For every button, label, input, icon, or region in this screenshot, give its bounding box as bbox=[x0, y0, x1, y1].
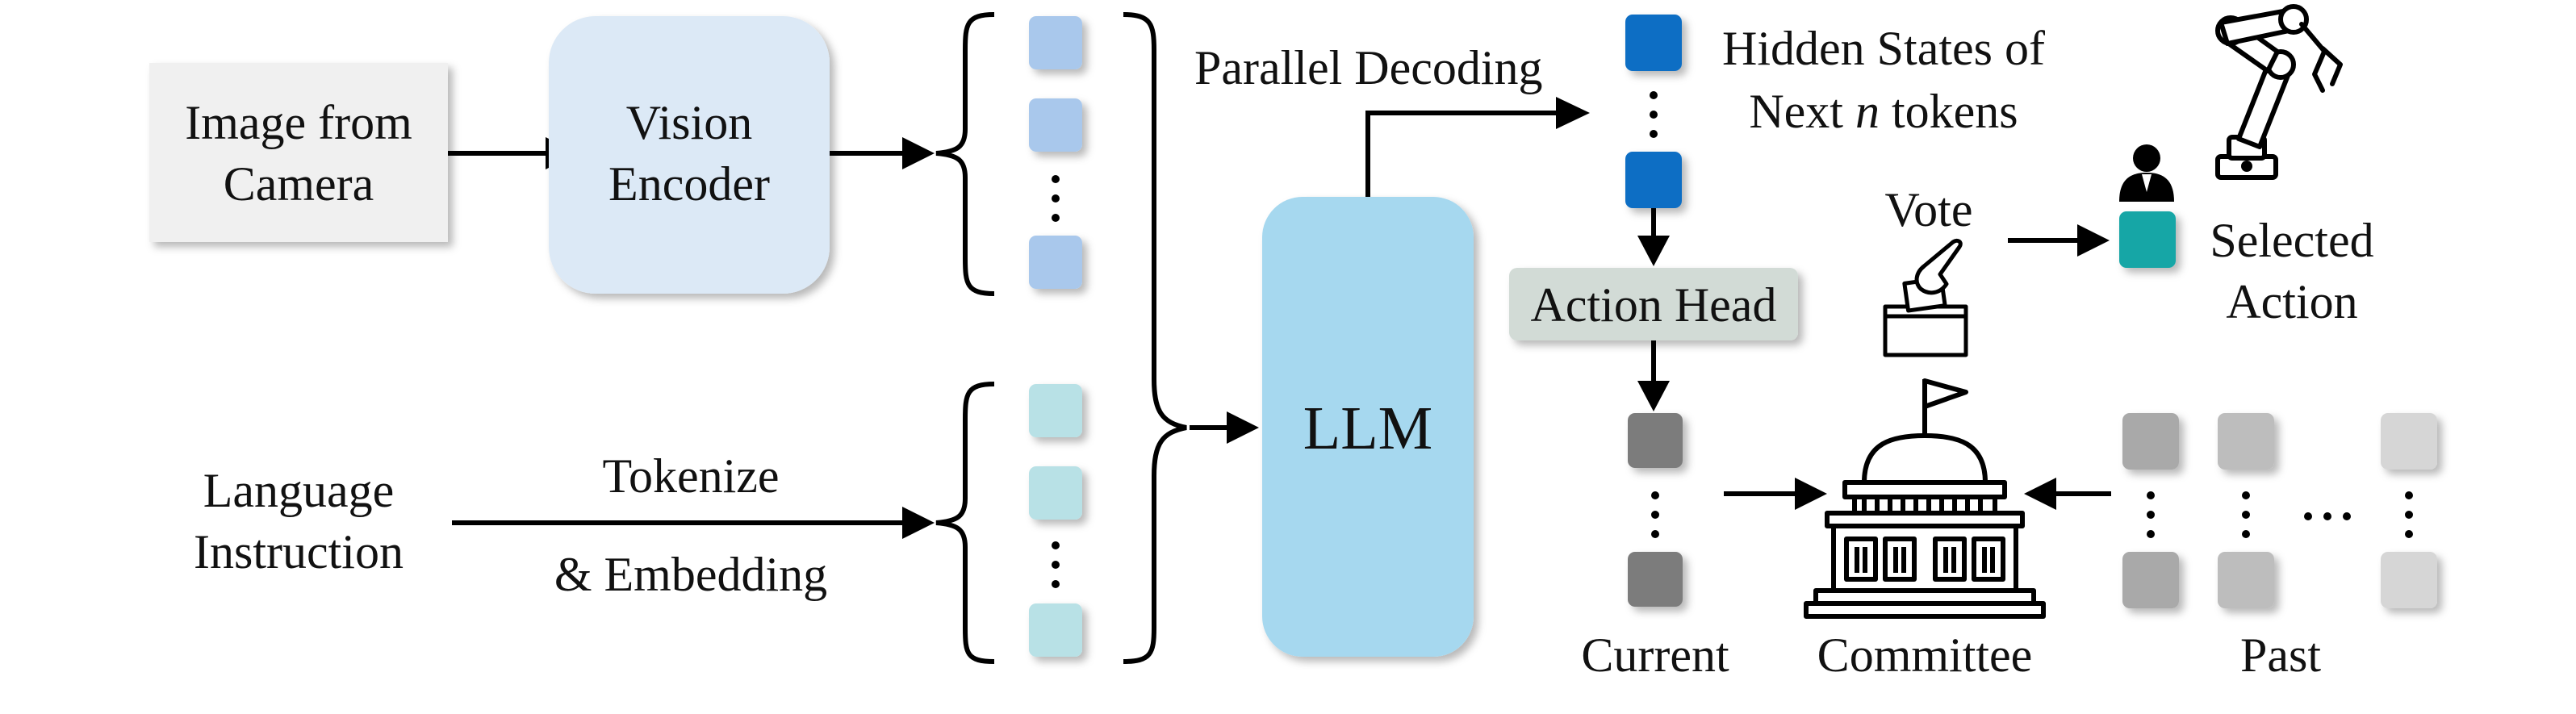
ellipsis-dot bbox=[1650, 130, 1658, 138]
ellipsis-dot bbox=[2304, 512, 2312, 520]
embedding-label: & Embedding bbox=[554, 548, 827, 601]
vision-token-stack bbox=[1029, 16, 1082, 289]
language-token-stack bbox=[1029, 384, 1082, 657]
arrow-parallel-decoding bbox=[1365, 111, 1556, 197]
selected-action-token bbox=[2119, 211, 2176, 268]
ellipsis-dot bbox=[1052, 194, 1060, 203]
llm-node: LLM bbox=[1262, 197, 1474, 657]
person-icon bbox=[2119, 144, 2174, 202]
current-action-token bbox=[1628, 413, 1683, 468]
ellipsis-dot bbox=[1651, 491, 1659, 499]
vision-token-left-brace bbox=[935, 12, 995, 296]
image-from-camera-line1: Image from bbox=[185, 96, 412, 149]
ellipsis-dot bbox=[2405, 511, 2413, 519]
selected-action-line1: Selected bbox=[2210, 214, 2373, 267]
arrowhead-parallel-decoding bbox=[1556, 97, 1590, 129]
parallel-decoding-label: Parallel Decoding bbox=[1194, 41, 1543, 94]
past-action-token bbox=[2218, 413, 2274, 470]
past-label: Past bbox=[2240, 628, 2321, 682]
image-from-camera-node: Image from Camera bbox=[149, 63, 448, 242]
past-action-token bbox=[2381, 413, 2437, 470]
hidden-state-token bbox=[1625, 152, 1682, 208]
current-action-token bbox=[1628, 552, 1683, 607]
ellipsis-dot bbox=[1650, 91, 1658, 99]
vision-encoder-line1: Vision bbox=[626, 96, 752, 149]
past-action-token bbox=[2218, 552, 2274, 608]
ellipsis-dot bbox=[1651, 511, 1659, 519]
arrowhead-encoder-to-tokens bbox=[902, 137, 935, 169]
ellipsis-dot bbox=[2343, 512, 2351, 520]
capitol-building-icon bbox=[1804, 378, 2046, 619]
ellipsis-dot bbox=[2242, 530, 2250, 538]
ellipsis-dot bbox=[2405, 491, 2413, 499]
ellipsis-dot bbox=[2242, 511, 2250, 519]
arrowhead-vote-to-selected bbox=[2077, 224, 2110, 257]
arrowhead-action-head-to-current bbox=[1637, 381, 1670, 411]
ellipsis-dot bbox=[1052, 214, 1060, 222]
language-token-left-brace bbox=[935, 382, 995, 664]
past-action-token bbox=[2122, 413, 2179, 470]
language-instruction-line1: Language bbox=[203, 464, 395, 517]
ellipsis-dot bbox=[2323, 512, 2331, 520]
ellipsis-dot bbox=[2405, 530, 2413, 538]
current-action-stack bbox=[1628, 413, 1683, 607]
hidden-states-label-line1: Hidden States of bbox=[1722, 22, 2045, 75]
language-token bbox=[1029, 603, 1082, 657]
current-label: Current bbox=[1581, 628, 1729, 682]
language-token bbox=[1029, 466, 1082, 520]
merge-right-brace bbox=[1123, 12, 1187, 664]
past-action-stacks bbox=[2122, 413, 2437, 608]
hidden-states-label-line2: Next n tokens bbox=[1749, 85, 2018, 138]
selected-action-line2: Action bbox=[2226, 275, 2357, 328]
ellipsis-dot bbox=[1650, 111, 1658, 119]
robot-arm-icon bbox=[2215, 4, 2343, 180]
language-instruction-line2: Instruction bbox=[194, 525, 404, 578]
arrowhead-past-to-committee bbox=[2024, 478, 2056, 510]
ellipsis-dot bbox=[2242, 491, 2250, 499]
ellipsis-dot bbox=[2147, 530, 2155, 538]
committee-label: Committee bbox=[1817, 628, 2033, 682]
vision-token bbox=[1029, 236, 1082, 289]
vision-token bbox=[1029, 98, 1082, 152]
ellipsis-dot bbox=[2147, 511, 2155, 519]
ballot-box-icon bbox=[1883, 238, 1968, 357]
arrowhead-hidden-to-action-head bbox=[1637, 236, 1670, 266]
ellipsis-dot bbox=[1052, 175, 1060, 183]
tokens-label: tokens bbox=[1880, 85, 2018, 138]
ellipsis-dot bbox=[1052, 541, 1060, 549]
hidden-state-stack bbox=[1625, 15, 1682, 208]
past-action-token bbox=[2122, 552, 2179, 608]
action-head-label: Action Head bbox=[1531, 278, 1777, 332]
next-label: Next bbox=[1749, 85, 1855, 138]
vision-encoder-node: Vision Encoder bbox=[549, 16, 830, 294]
tokenize-label: Tokenize bbox=[602, 449, 779, 503]
vision-token bbox=[1029, 16, 1082, 69]
language-token bbox=[1029, 384, 1082, 437]
past-action-token bbox=[2381, 552, 2437, 608]
hidden-state-token bbox=[1625, 15, 1682, 71]
arrowhead-language-to-tokens bbox=[902, 507, 935, 539]
ellipsis-dot bbox=[1052, 580, 1060, 588]
vote-label: Vote bbox=[1885, 183, 1973, 236]
n-variable: n bbox=[1855, 85, 1880, 138]
ellipsis-dot bbox=[1651, 530, 1659, 538]
image-from-camera-line2: Camera bbox=[224, 157, 374, 211]
arrowhead-into-llm bbox=[1227, 411, 1259, 444]
action-head-node: Action Head bbox=[1509, 268, 1798, 340]
ellipsis-dot bbox=[1052, 561, 1060, 569]
vision-encoder-line2: Encoder bbox=[608, 157, 770, 211]
ellipsis-dot bbox=[2147, 491, 2155, 499]
arrowhead-current-to-committee bbox=[1795, 478, 1827, 510]
llm-label: LLM bbox=[1303, 395, 1432, 462]
